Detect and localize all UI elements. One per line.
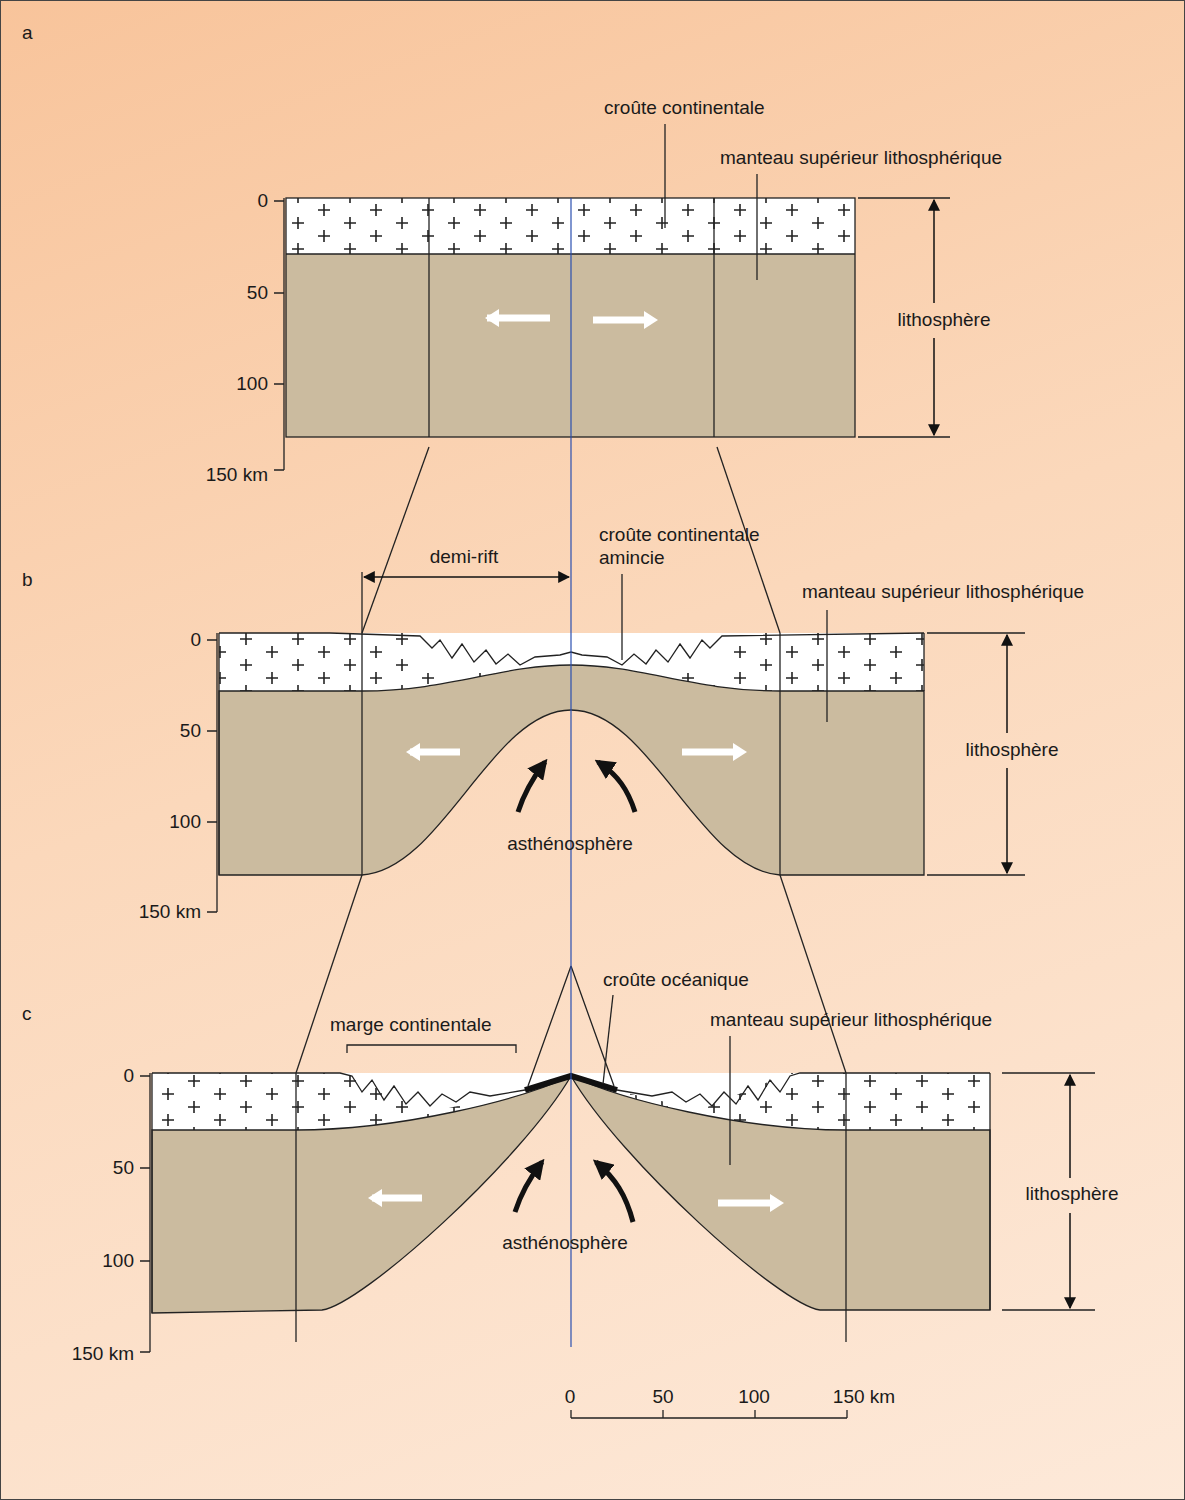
panel-c (140, 966, 1095, 1352)
layer-label: manteau supérieur lithosphérique (720, 147, 1002, 170)
axis-tick: 50 (180, 720, 201, 743)
panel-a (274, 124, 950, 633)
axis-tick: 100 (102, 1250, 134, 1273)
axis-tick: 0 (123, 1065, 134, 1088)
layer-label: croûte continentale amincie (599, 524, 799, 570)
scale-tick: 50 (652, 1386, 673, 1409)
scale-bar (571, 1410, 847, 1418)
dimension-label: lithosphère (966, 739, 1059, 762)
layer-label: croûte continentale (604, 97, 765, 120)
panel-letter: c (22, 1003, 32, 1026)
dimension-label: lithosphère (1026, 1183, 1119, 1206)
axis-tick: 0 (190, 629, 201, 652)
panel-letter: a (22, 22, 33, 45)
layer-label: manteau supérieur lithosphérique (802, 581, 1084, 604)
axis-tick: 50 (247, 282, 268, 305)
axis-line (570, 198, 571, 1347)
region-label: marge continentale (330, 1014, 492, 1037)
dimension-label: demi-rift (430, 546, 499, 569)
axis-tick: 150 km (72, 1343, 134, 1366)
layer-label: manteau supérieur lithosphérique (710, 1009, 992, 1032)
axis-tick: 100 (169, 811, 201, 834)
scale-tick: 100 (738, 1386, 770, 1409)
panel-letter: b (22, 569, 33, 592)
region-label: asthénosphère (502, 1232, 628, 1255)
axis-tick: 0 (257, 190, 268, 213)
dimension-label: lithosphère (898, 309, 991, 332)
layer-label: croûte océanique (603, 969, 749, 992)
axis-tick: 100 (236, 373, 268, 396)
region-label: asthénosphère (507, 833, 633, 856)
scale-tick: 0 (565, 1386, 576, 1409)
axis-tick: 150 km (206, 464, 268, 487)
axis-tick: 50 (113, 1157, 134, 1180)
axis-tick: 150 km (139, 901, 201, 924)
scale-tick: 150 km (833, 1386, 895, 1409)
panel-b (207, 572, 1025, 1073)
